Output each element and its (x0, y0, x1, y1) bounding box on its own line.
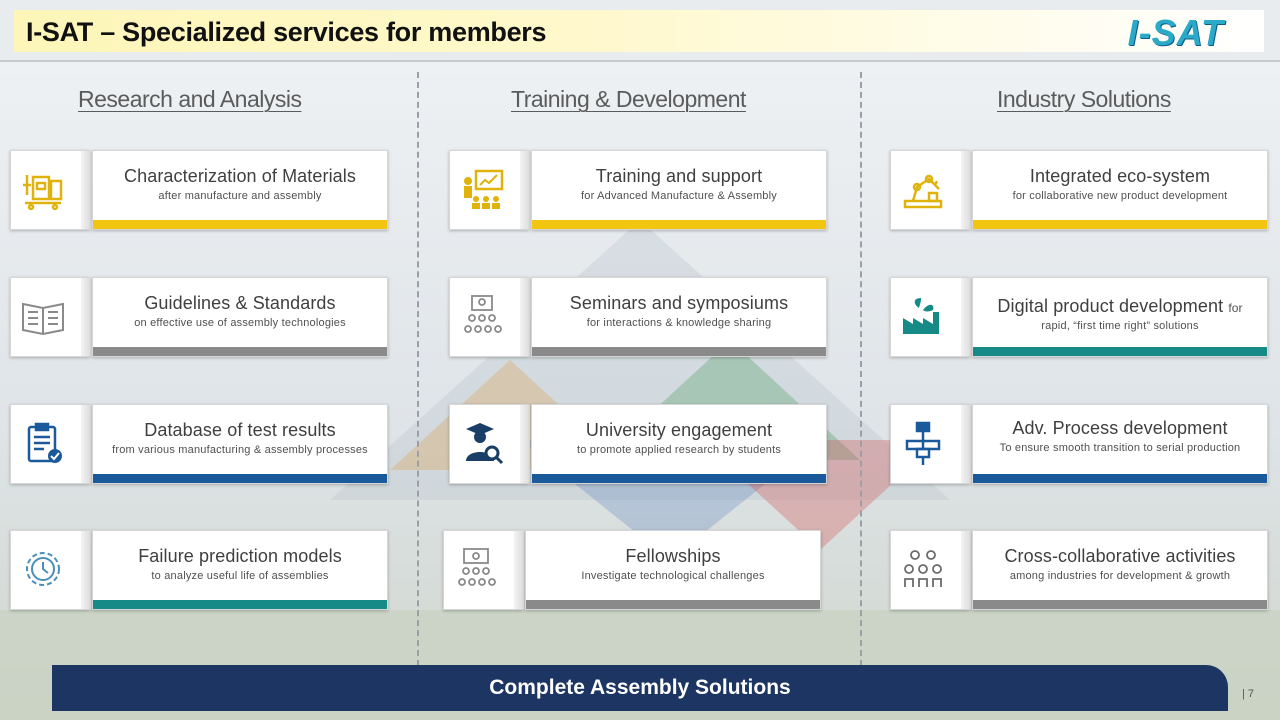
card-title: Guidelines & Standards (144, 293, 336, 313)
accent-bar (93, 600, 387, 609)
card-title-suffix: for (1228, 301, 1243, 315)
column-divider (417, 72, 419, 666)
card-fellowships[interactable]: Fellowships Investigate technological ch… (443, 530, 821, 610)
card-title: University engagement (585, 420, 773, 440)
heading-training-and-development: Training & Development (511, 86, 746, 112)
header-divider (0, 60, 1280, 62)
card-title: Failure prediction models (138, 546, 342, 566)
card-title: Training and support (595, 166, 763, 186)
card-body: Failure prediction models to analyze use… (92, 530, 388, 610)
card-icon-tab (443, 530, 524, 610)
card-integrated-eco-system[interactable]: Integrated eco-system for collaborative … (890, 150, 1268, 230)
card-icon-tab (449, 277, 530, 357)
card-body: Seminars and symposiums for interactions… (531, 277, 827, 357)
card-icon-tab (890, 150, 971, 230)
card-characterization-of-materials[interactable]: Characterization of Materials after manu… (10, 150, 388, 230)
card-icon-tab (10, 150, 91, 230)
robot-arm-icon (903, 174, 943, 209)
card-body: Adv. Process development To ensure smoot… (972, 404, 1268, 484)
heading-industry-solutions: Industry Solutions (997, 86, 1171, 112)
green-factory-icon (903, 298, 939, 334)
card-failure-prediction-models[interactable]: Failure prediction models to analyze use… (10, 530, 388, 610)
card-subtitle: among industries for development & growt… (1009, 570, 1231, 582)
card-subtitle: rapid, “first time right” solutions (1041, 320, 1199, 332)
card-subtitle: to promote applied research by students (576, 444, 782, 456)
card-icon-tab (10, 530, 91, 610)
page-number: | 7 (1242, 688, 1255, 700)
presentation-icon (464, 169, 504, 209)
card-title: Integrated eco-system (1029, 166, 1211, 186)
card-icon-tab (10, 277, 91, 357)
card-title: Cross-collaborative activities (1004, 546, 1236, 566)
accent-bar (973, 474, 1267, 483)
heading-research-and-analysis: Research and Analysis (78, 86, 302, 112)
accent-bar (973, 600, 1267, 609)
card-subtitle: after manufacture and assembly (158, 190, 322, 202)
lab-equipment-icon (23, 175, 63, 211)
card-body: University engagement to promote applied… (531, 404, 827, 484)
card-cross-collaborative-activities[interactable]: Cross-collaborative activities among ind… (890, 530, 1268, 610)
card-body: Cross-collaborative activities among ind… (972, 530, 1268, 610)
card-body: Characterization of Materials after manu… (92, 150, 388, 230)
card-icon-tab (449, 404, 530, 484)
card-body: Digital product development for rapid, “… (972, 277, 1268, 357)
accent-bar (93, 220, 387, 229)
audience-icon (464, 295, 502, 333)
accent-bar (532, 474, 826, 483)
accent-bar (532, 347, 826, 356)
card-title: Fellowships (625, 546, 721, 566)
card-title: Adv. Process development (1012, 418, 1228, 438)
people-network-icon (904, 550, 942, 587)
card-body: Database of test results from various ma… (92, 404, 388, 484)
card-body: Guidelines & Standards on effective use … (92, 277, 388, 357)
card-icon-tab (890, 530, 971, 610)
title-bar: I-SAT – Specialized services for members… (14, 10, 1264, 53)
card-subtitle: Investigate technological challenges (581, 570, 765, 582)
card-icon-tab (890, 277, 971, 357)
card-body: Training and support for Advanced Manufa… (531, 150, 827, 230)
card-title-text: Digital product development (997, 296, 1224, 316)
card-adv-process-development[interactable]: Adv. Process development To ensure smoot… (890, 404, 1268, 484)
graduate-search-icon (466, 423, 504, 465)
accent-bar (93, 347, 387, 356)
card-title: Seminars and symposiums (569, 293, 789, 313)
card-icon-tab (10, 404, 91, 484)
card-body: Integrated eco-system for collaborative … (972, 150, 1268, 230)
card-title: Digital product development for (973, 296, 1267, 317)
card-subtitle: for interactions & knowledge sharing (586, 317, 772, 329)
card-university-engagement[interactable]: University engagement to promote applied… (449, 404, 827, 484)
footer-banner: Complete Assembly Solutions (52, 665, 1228, 711)
card-subtitle: on effective use of assembly technologie… (134, 317, 346, 329)
page-title: I-SAT – Specialized services for members (26, 17, 547, 47)
card-subtitle: to analyze useful life of assemblies (151, 570, 329, 582)
card-database-of-test-results[interactable]: Database of test results from various ma… (10, 404, 388, 484)
card-training-and-support[interactable]: Training and support for Advanced Manufa… (449, 150, 827, 230)
logo-text: I-SAT (1127, 12, 1224, 53)
card-guidelines-and-standards[interactable]: Guidelines & Standards on effective use … (10, 277, 388, 357)
group-presentation-icon (458, 548, 496, 586)
accent-bar (93, 474, 387, 483)
open-book-icon (22, 302, 64, 336)
card-title: Characterization of Materials (124, 166, 356, 186)
card-body: Fellowships Investigate technological ch… (525, 530, 821, 610)
clipboard-check-icon (27, 422, 62, 463)
card-icon-tab (890, 404, 971, 484)
press-tool-icon (905, 421, 941, 465)
accent-bar (973, 347, 1267, 356)
column-divider (860, 72, 862, 666)
card-subtitle: from various manufacturing & assembly pr… (112, 444, 368, 456)
card-title: Database of test results (144, 420, 336, 440)
accent-bar (973, 220, 1267, 229)
gear-clock-icon (26, 552, 60, 586)
isat-logo: I-SAT (1127, 12, 1224, 53)
accent-bar (526, 600, 820, 609)
card-subtitle: for collaborative new product developmen… (1012, 190, 1228, 202)
accent-bar (532, 220, 826, 229)
card-digital-product-development[interactable]: Digital product development for rapid, “… (890, 277, 1268, 357)
card-subtitle: for Advanced Manufacture & Assembly (581, 190, 777, 202)
card-seminars-and-symposiums[interactable]: Seminars and symposiums for interactions… (449, 277, 827, 357)
card-icon-tab (449, 150, 530, 230)
card-subtitle: To ensure smooth transition to serial pr… (999, 442, 1241, 454)
